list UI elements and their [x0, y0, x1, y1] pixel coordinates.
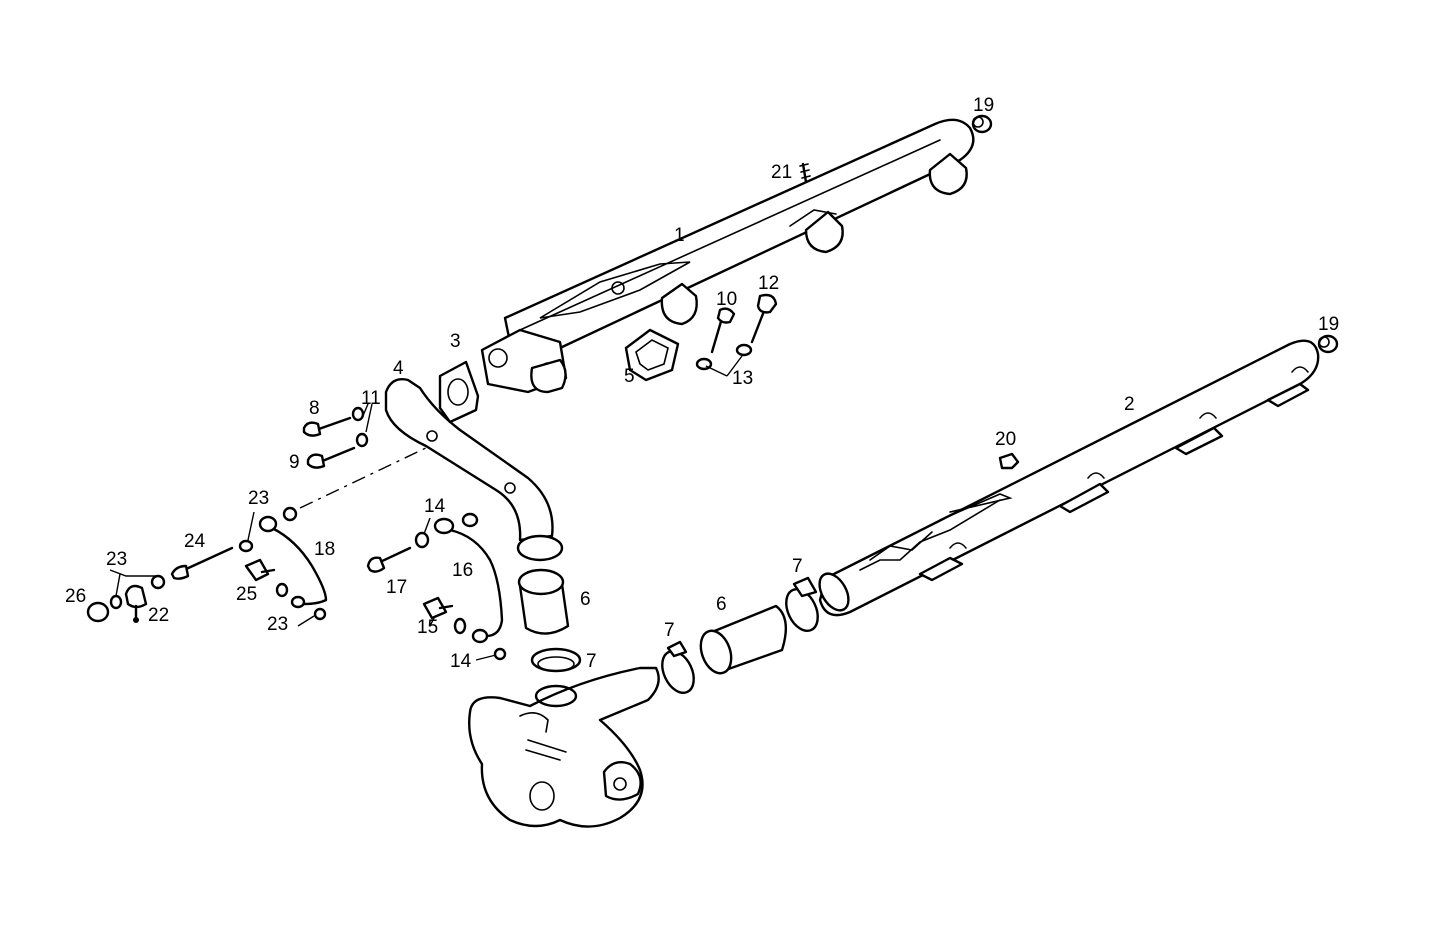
callout-19-upper: 19: [973, 95, 994, 116]
callout-22: 22: [148, 605, 169, 626]
callout-9: 9: [289, 452, 300, 473]
assembly-axis-line: [299, 445, 431, 509]
callout-13: 13: [732, 368, 753, 389]
callout-24: 24: [184, 531, 206, 552]
coolant-manifold-lower: [818, 339, 1320, 617]
bolt-12: [750, 293, 778, 344]
callout-21: 21: [771, 162, 792, 183]
callout-6-horizontal-hose: 6: [716, 594, 727, 615]
callout-18: 18: [314, 539, 335, 560]
callout-4: 4: [393, 358, 404, 379]
pipe-16: [433, 517, 504, 644]
callout-7-b: 7: [664, 620, 675, 641]
callout-2: 2: [1124, 394, 1135, 415]
callout-12: 12: [758, 273, 779, 294]
callout-7-a: 7: [586, 651, 597, 672]
bolt-8: [302, 416, 352, 437]
seal-plate-5: [624, 328, 680, 382]
callout-10: 10: [716, 289, 737, 310]
callout-3: 3: [450, 331, 461, 352]
leader-lines: [109, 355, 743, 661]
stud-21: [799, 162, 811, 184]
fitting-25: [244, 558, 276, 582]
callout-17: 17: [386, 577, 407, 598]
pipe-18: [258, 515, 328, 609]
callout-7-c: 7: [792, 556, 803, 577]
bolt-9: [306, 446, 356, 469]
callout-5: 5: [624, 366, 635, 387]
banjo-bolt-15: [422, 596, 454, 620]
callout-16: 16: [452, 560, 473, 581]
washer-23-group: [109, 506, 327, 621]
callout-23-bottom: 23: [267, 614, 288, 635]
callout-19-lower: 19: [1318, 314, 1339, 335]
plug-cap-19-upper: [971, 114, 993, 134]
gasket-3: [438, 360, 480, 424]
callout-8: 8: [309, 398, 320, 419]
washer-14-upper: [414, 512, 479, 549]
washer-14-lower: [453, 617, 507, 661]
bolt-24: [170, 546, 234, 580]
nut-20: [998, 452, 1020, 470]
elbow-pipe-4: [384, 378, 564, 562]
callout-23-top: 23: [248, 488, 269, 509]
callout-1: 1: [674, 225, 685, 246]
hose-6-vertical: [517, 568, 570, 635]
callout-23-left: 23: [106, 549, 127, 570]
hose-clamp-7-c: [785, 576, 819, 632]
water-pump-housing: [468, 666, 660, 828]
callout-15: 15: [417, 617, 438, 638]
callout-20: 20: [995, 429, 1016, 450]
callout-14-upper: 14: [424, 496, 446, 517]
callout-11: 11: [361, 388, 381, 409]
hose-6-horizontal: [699, 604, 788, 675]
callout-6-vertical-hose: 6: [580, 589, 591, 610]
callout-14-lower: 14: [450, 651, 472, 672]
coolant-manifold-upper: [480, 118, 975, 394]
cap-26: [86, 601, 110, 623]
callout-25: 25: [236, 584, 257, 605]
hose-clamp-7-a: [530, 647, 582, 673]
callout-26: 26: [65, 586, 86, 607]
callout-labels: 1 2 3 4 5 6 6 7 7 7 8 9 10 11 12 13 14 1…: [65, 95, 1339, 672]
plug-cap-19-lower: [1317, 334, 1339, 354]
bolt-17: [366, 546, 412, 573]
bolt-10: [710, 307, 736, 354]
washer-13: [695, 343, 753, 371]
washer-11: [351, 406, 369, 448]
hose-clamp-7-b: [661, 640, 695, 694]
adapter-22: [124, 584, 148, 623]
